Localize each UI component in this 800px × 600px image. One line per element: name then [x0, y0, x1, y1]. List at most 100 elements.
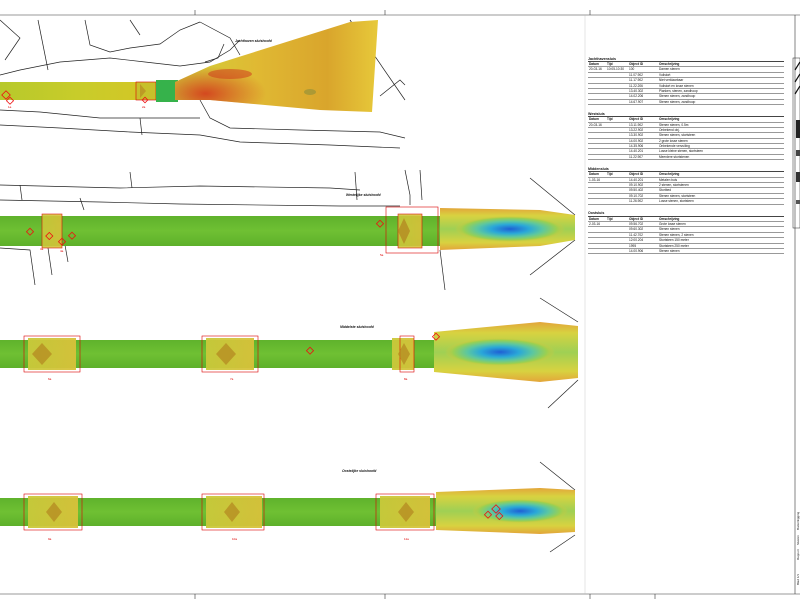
table-cell: [588, 183, 606, 187]
defect-markers-middle: [305, 332, 441, 355]
table-cell: [606, 238, 628, 242]
base-map-lines: [539, 461, 576, 553]
table-cell: [588, 227, 606, 231]
lock-label-middle: Middelste sluishoofd: [340, 325, 375, 329]
table-cell: Planken, stenen, zandhoop: [659, 88, 698, 93]
marker-label: 8a: [404, 377, 408, 381]
jachthaven-approach: [0, 82, 165, 100]
west-chamber: [0, 216, 440, 246]
marker-label: 5a: [380, 253, 384, 257]
table-cell: 13.11.902: [629, 122, 643, 127]
table-cell: 09.50.402: [629, 188, 644, 193]
table-cell: [606, 84, 628, 88]
table-cell: 1-03-16: [589, 177, 600, 182]
panel-jachthaven-sluis: 1a 2a Jachthaven sluishoofd: [0, 19, 406, 149]
table-row: 14.40.201 Losse kleine stenen, stortsteen: [588, 149, 784, 155]
table-cell: [606, 78, 628, 82]
panel-westelijke-sluis: 3a 4a 5a Westelijke sluishoofd: [0, 169, 576, 291]
table-cell: [606, 233, 628, 237]
table-cell: [606, 155, 628, 159]
lock-label-east: Oostelijke sluishoofd: [342, 469, 377, 473]
title-block: Rapport Sluizen Bodemligging Blad 1/1: [792, 57, 800, 585]
table-header-cell: Omschrijving: [659, 117, 680, 122]
table-cell: 2 grote losse stenen: [659, 138, 688, 143]
table-cell: 14.02.206: [629, 94, 644, 99]
table-cell: [606, 144, 628, 148]
table-cell: [606, 139, 628, 143]
table-header-cell: Datum: [589, 62, 599, 66]
table-cell: [588, 89, 606, 93]
table-section-title: Jachthavensluis: [588, 56, 784, 62]
table-cell: [588, 155, 606, 159]
table-cell: [588, 133, 606, 137]
table-cell: 14.35.906: [629, 144, 644, 149]
table-cell: 14.40.201: [629, 149, 644, 154]
table-cell: [588, 249, 606, 253]
table-cell: [606, 244, 628, 248]
table-cell: [588, 244, 606, 248]
title-block-line: Bodemligging: [796, 511, 800, 530]
table-cell: [606, 188, 628, 192]
table-cell: [606, 183, 628, 187]
table-cell: 14.00.902: [629, 138, 644, 143]
table-cell: [588, 73, 606, 77]
table-cell: 2 stenen, stortstenen: [659, 183, 689, 188]
table-section-title: Westsluis: [588, 111, 784, 118]
table-cell: 10:05-10:30: [607, 67, 625, 72]
table-cell: Stenen stenen, stortsteen: [659, 133, 696, 138]
marker-label: 6a: [48, 377, 52, 381]
table-cell: 14.00.906: [629, 248, 644, 253]
table-header-cell: Tijd: [607, 62, 613, 66]
table-header-cell: Object ID: [629, 172, 643, 177]
base-map-lines: [539, 297, 579, 409]
table-cell: [606, 149, 628, 153]
table-cell: [588, 84, 606, 88]
table-cell: 09.10.902: [629, 183, 644, 188]
table-row: 2-03-16 09.56.702 Grote losse stenen: [588, 221, 784, 228]
table-cell: 20-03-16: [589, 67, 602, 72]
table-cell: Losse kleine stenen, stortsteen: [659, 149, 703, 154]
table-cell: [588, 128, 606, 132]
table-cell: 2-03-16: [589, 221, 600, 226]
title-block-text: Rapport Sluizen Bodemligging Blad 1/1: [796, 511, 800, 585]
table-cell: [606, 199, 628, 203]
sheet-frame: [0, 14, 800, 595]
table-cell: Vuilstort en losse stenen: [659, 83, 694, 88]
table-cell: [606, 128, 628, 132]
marker-label: 9a: [48, 537, 52, 541]
table-row: 14.02.206 Stenen stenen, zandhoop: [588, 94, 784, 100]
table-cell: Damen stenen: [659, 67, 680, 72]
table-cell: Niet verklaarbaar: [659, 78, 684, 83]
table-cell: [588, 139, 606, 143]
table-cell: [606, 73, 628, 77]
table-section-title: Oostsluis: [588, 211, 784, 217]
table-header-cell: Datum: [589, 216, 599, 221]
table-cell: 11.26.902: [629, 199, 643, 204]
table-cell: 09.56.702: [629, 221, 644, 226]
table-header-cell: Object ID: [629, 62, 643, 66]
marker-label: 7a: [230, 377, 234, 381]
table-header-cell: Tijd: [607, 216, 613, 221]
base-map-lines: [0, 169, 576, 291]
table-cell: Grote losse stenen: [659, 221, 686, 226]
table-cell: [588, 194, 606, 198]
table-cell: 1995: [629, 243, 637, 248]
table-cell: [588, 100, 606, 104]
table-cell: [606, 227, 628, 231]
frame-ticks: [194, 10, 656, 599]
table-header-cell: Tijd: [607, 172, 613, 177]
table-cell: Stenen stenen, zandhoop: [659, 94, 696, 99]
